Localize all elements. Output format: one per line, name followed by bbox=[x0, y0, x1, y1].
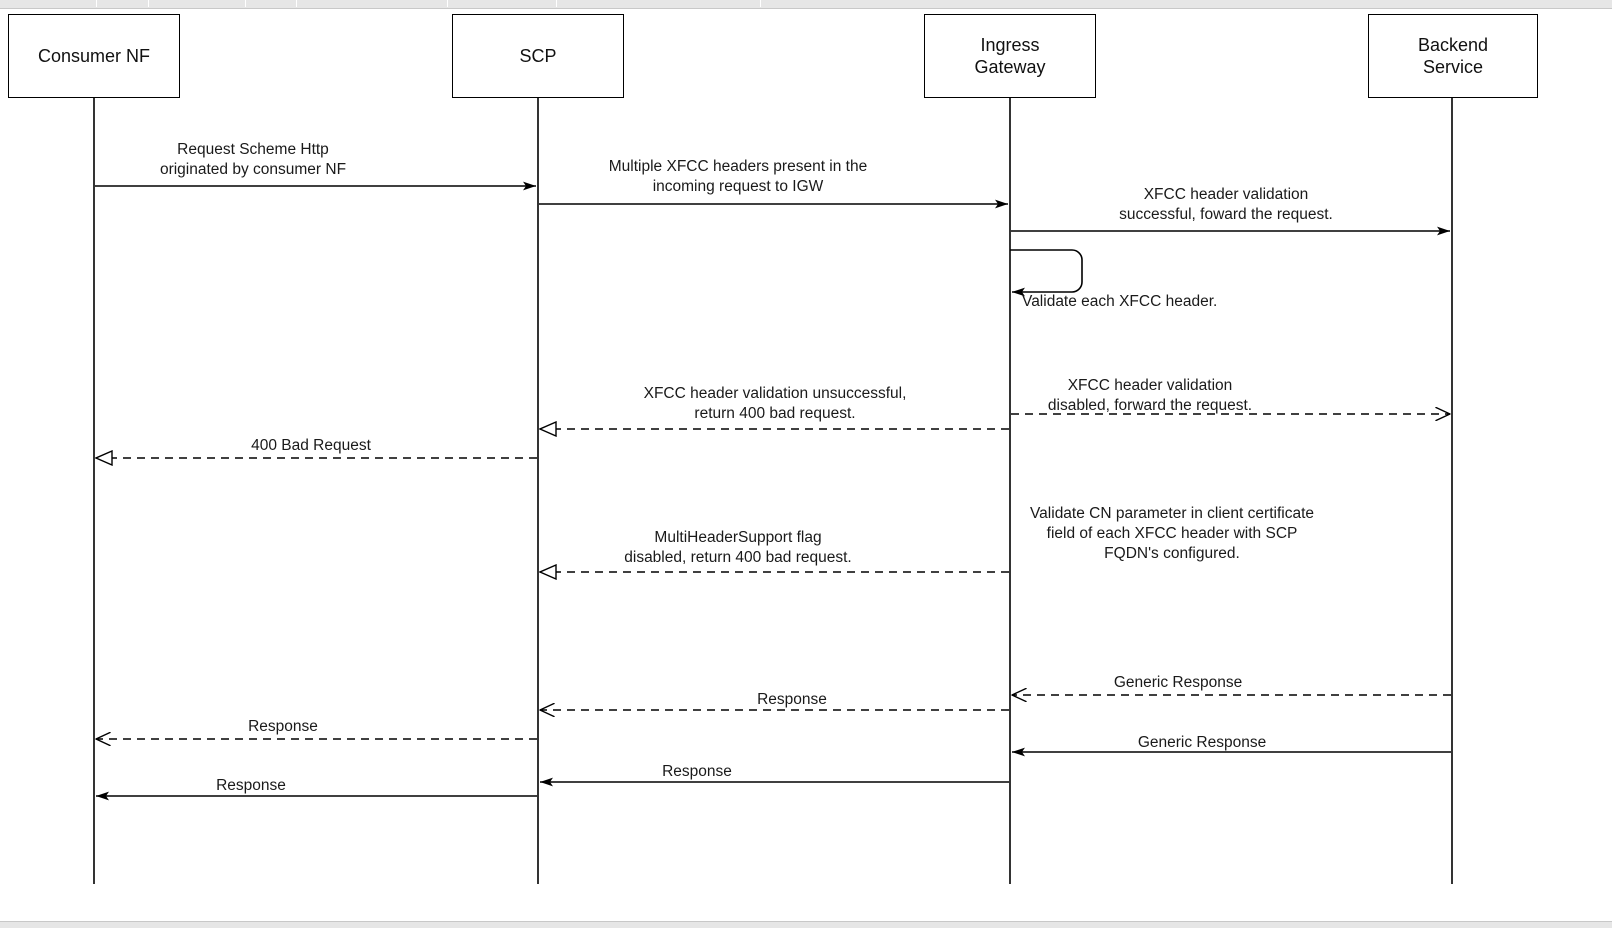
toolbar-separator bbox=[447, 0, 448, 7]
self-message-m4[interactable] bbox=[1010, 249, 1083, 297]
message-label-m4: Validate each XFCC header. bbox=[1022, 293, 1218, 310]
participant-label: Ingress Gateway bbox=[974, 34, 1046, 78]
sequence-diagram: Consumer NF SCP Ingress Gateway Backend Ser… bbox=[0, 8, 1612, 922]
diagram-svg-layer bbox=[93, 98, 1453, 884]
toolbar-separator bbox=[148, 0, 149, 7]
toolbar-separator bbox=[96, 0, 97, 7]
participant-box-backend[interactable]: Backend Service bbox=[1368, 14, 1538, 98]
participant-box-scp[interactable]: SCP bbox=[452, 14, 624, 98]
participant-box-consumer[interactable]: Consumer NF bbox=[8, 14, 180, 98]
toolbar-separator bbox=[760, 0, 761, 7]
message-arrows-group bbox=[95, 181, 1451, 801]
toolbar-separator bbox=[245, 0, 246, 7]
lifelines-group bbox=[93, 98, 1453, 884]
window-toolbar-strip bbox=[0, 0, 1612, 9]
participant-label: Consumer NF bbox=[37, 45, 151, 66]
window-bottom-strip bbox=[0, 921, 1612, 928]
note-n1: Validate CN parameter in client certific… bbox=[1029, 505, 1315, 563]
participant-label: Backend Service bbox=[1417, 34, 1489, 78]
participant-box-igw[interactable]: Ingress Gateway bbox=[924, 14, 1096, 98]
participant-label: SCP bbox=[519, 45, 557, 66]
toolbar-separator bbox=[296, 0, 297, 7]
toolbar-separator bbox=[556, 0, 557, 7]
